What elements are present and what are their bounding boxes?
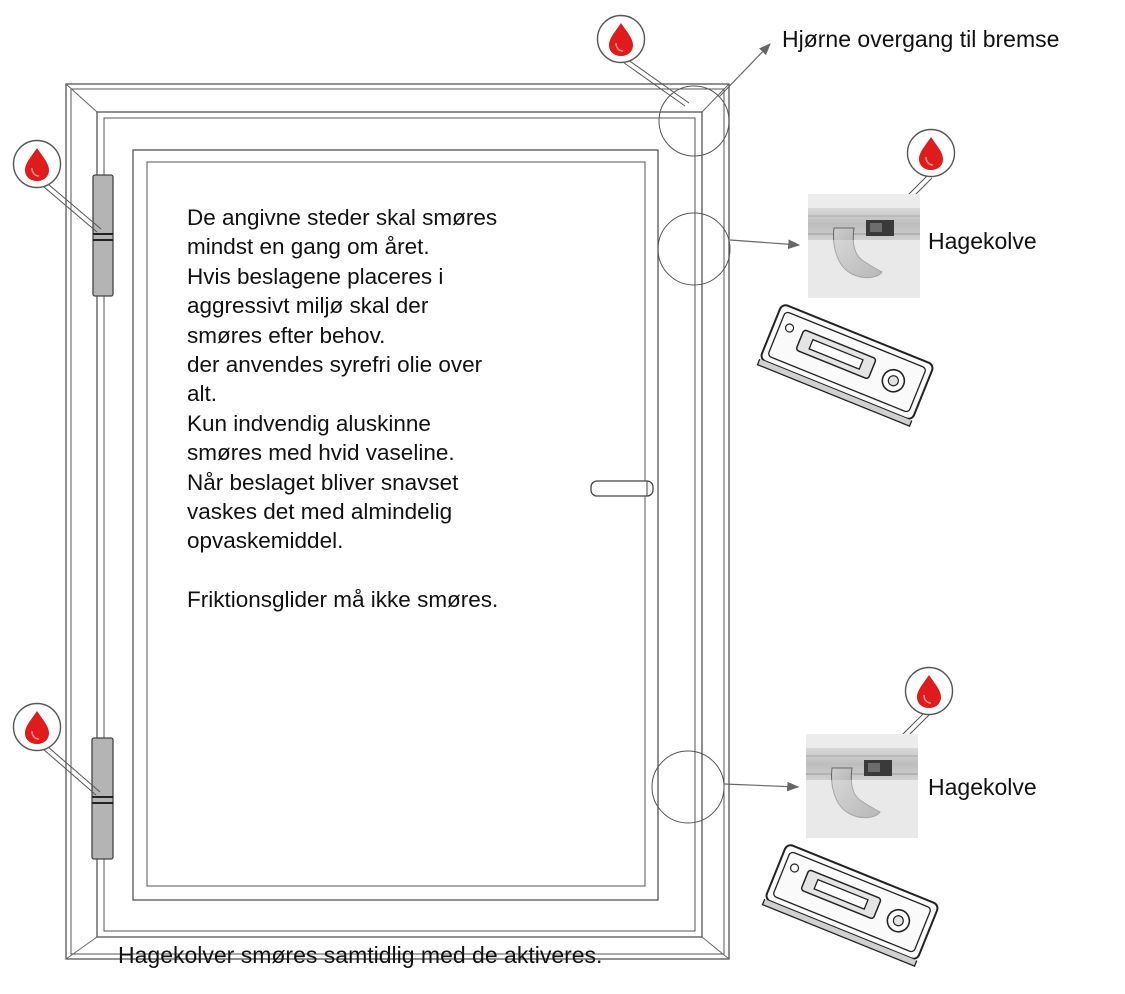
corner-callout-arrow [718,43,771,98]
lubrication-instructions: De angivne steder skal smøres mindst en … [187,203,607,614]
top-hinge [92,174,114,297]
instruction-line: aggressivt miljø skal der [187,293,429,319]
oil-drop-icon [12,139,62,189]
striker-plate-top [756,304,934,427]
instruction-line: alt. [187,381,218,407]
corner-detail-circle [658,85,730,157]
window-handle [590,480,654,497]
oil-drop-icon [596,14,646,64]
instruction-line: der anvendes syrefri olie over [187,352,483,378]
instruction-line: smøres efter behov. [187,322,386,348]
corner-transition-label: Hjørne overgang til bremse [782,26,1060,52]
hook-bolt-bottom-arrow [723,781,800,792]
oil-drop-icon [904,666,954,716]
instruction-line: De angivne steder skal smøres [187,205,498,230]
glass-pane [132,149,659,901]
hook-bolt-caption: Hagekolver smøres samtidlig med de aktiv… [118,942,603,968]
instruction-line: opvaskemiddel. [187,528,344,554]
hook-bolt-top-detail-circle [657,212,731,286]
hook-bolt-top-photo [808,194,920,298]
instruction-line: Hvis beslagene placeres i [187,263,444,289]
oil-drop-icon [12,702,62,752]
friction-slide-note: Friktionsglider må ikke smøres. [187,586,499,612]
hook-bolt-top-label: Hagekolve [928,228,1037,254]
oil-drop-icon [906,128,956,178]
instruction-line: smøres med hvid vaseline. [187,440,455,466]
bottom-hinge [91,737,114,860]
hook-bolt-bottom-label: Hagekolve [928,774,1037,800]
hook-bolt-bottom-photo [806,734,918,838]
instruction-line: Når beslaget bliver snavset [187,469,459,495]
paragraph-gap [187,556,607,585]
instruction-line: mindst en gang om året. [187,234,430,260]
window-frame [65,83,730,960]
hook-bolt-top-arrow [729,239,801,250]
instruction-line: Kun indvendig aluskinne [187,410,431,436]
instruction-line: vaskes det med almindelig [187,499,453,525]
striker-plate-bottom [761,844,939,967]
frame-corner-lines [65,83,730,960]
hook-bolt-bottom-detail-circle [651,750,725,824]
